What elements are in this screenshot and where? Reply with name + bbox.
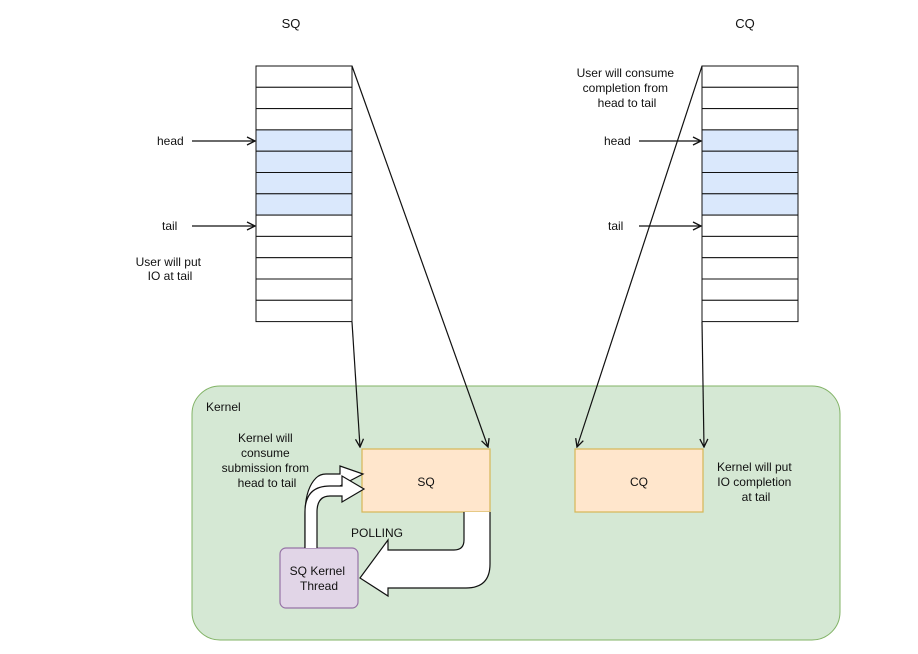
cq-ring-slot [701,193,799,216]
cq-title: CQ [735,16,755,31]
cq-ring-slot [701,278,799,301]
sq-ring-slot [255,193,353,216]
sq-ring-slot [255,86,353,110]
polling-label: POLLING [351,526,403,540]
sq-tail-label: tail [162,219,177,233]
sq-to-thread-polling-arrow [359,512,491,598]
kernel-put-note: Kernel will put IO completion at tail [717,460,795,504]
sq-ring-slot [255,65,353,88]
cq-ring-slot [701,257,799,280]
cq-ring-slot [701,235,799,259]
sq-ring-slot [255,172,353,195]
kernel-consume-note: Kernel will consume submission from head… [222,431,313,490]
kernel-cq-label: CQ [630,475,648,489]
cq-ring-slot [701,86,799,110]
user-put-io-note: User will put IO at tail [136,255,205,283]
cq-ring-slot [701,299,799,323]
cq-tail-label: tail [608,219,623,233]
sq-ring-slot [255,278,353,301]
sq-ring-slot [255,129,353,152]
sq-kernel-thread-box [279,547,359,609]
cq-ring-buffer [701,65,799,323]
sq-ring-slot [255,108,353,131]
kernel-label: Kernel [206,400,241,414]
cq-ring-slot [701,214,799,237]
sq-right-connector [351,65,488,447]
user-consume-note: User will consume completion from head t… [577,66,678,110]
cq-ring-slot [701,150,799,173]
sq-kernel-thread-label: SQ Kernel Thread [290,564,349,593]
cq-ring-slot [701,172,799,195]
sq-ring-slot [255,214,353,237]
cq-left-connector [577,65,703,447]
sq-head-label: head [157,134,184,148]
sq-ring-slot [255,150,353,173]
kernel-sq-box [361,448,491,513]
cq-ring-slot [701,108,799,131]
cq-ring-slot [701,65,799,88]
cq-head-label: head [604,134,631,148]
sq-ring-slot [255,257,353,280]
kernel-sq-label: SQ [417,475,434,489]
sq-ring-slot [255,299,353,323]
sq-ring-buffer [255,65,353,323]
sq-left-connector [351,321,360,447]
kernel-cq-box [574,448,704,513]
sq-ring-slot [255,235,353,259]
cq-ring-slot [701,129,799,152]
thread-up-stem [304,474,366,548]
sq-title: SQ [282,16,301,31]
cq-right-connector [702,321,704,447]
